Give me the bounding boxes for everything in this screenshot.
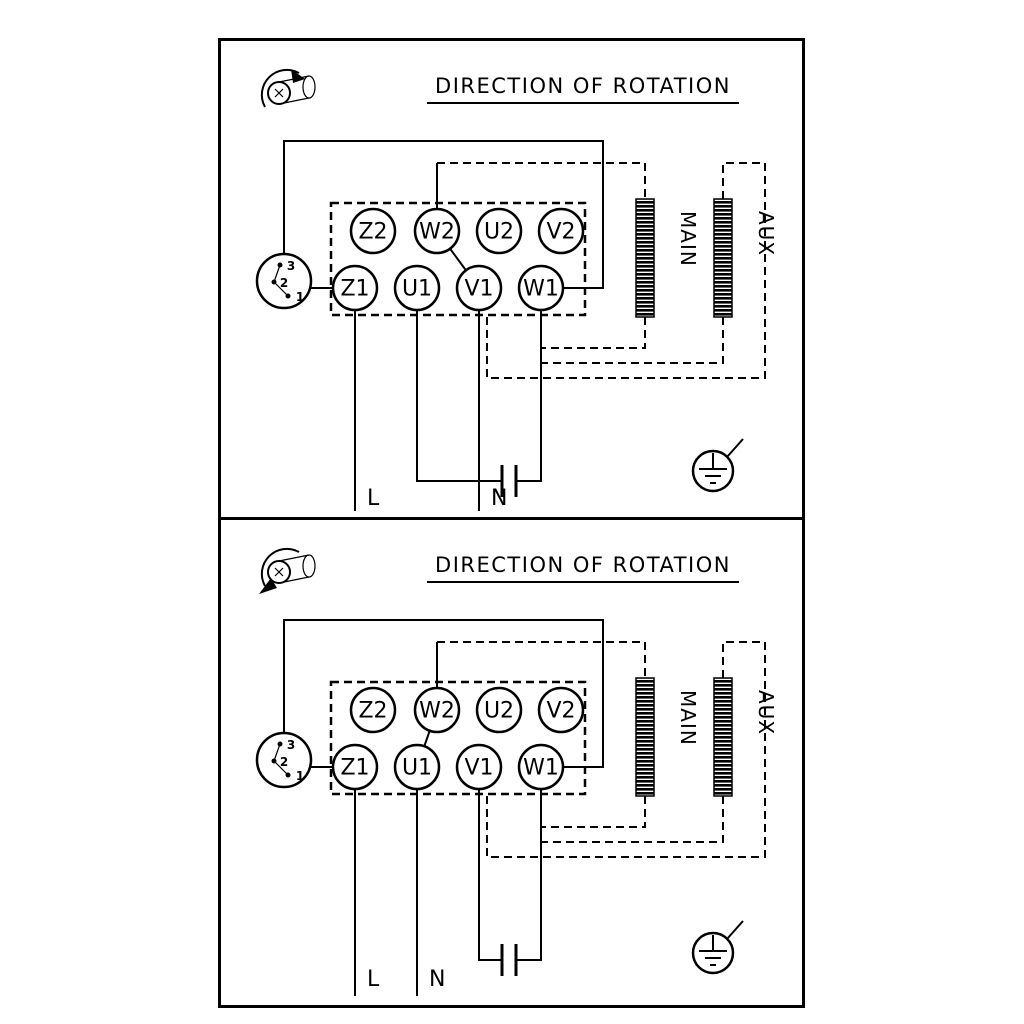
terminal-u1-label: U1: [402, 756, 432, 781]
terminal-v1-label: V1: [464, 756, 493, 781]
terminal-v1: [455, 264, 503, 312]
terminal-z1: [331, 743, 379, 791]
main-winding-label: MAIN: [676, 690, 700, 746]
wiring-dashed: [437, 162, 766, 379]
capacitor-lead-left: [416, 288, 501, 482]
wiring-solid: [283, 619, 604, 996]
terminal-w1-label: W1: [523, 277, 559, 302]
wiring-solid: [283, 140, 604, 511]
main-winding: [635, 198, 655, 318]
terminal-v2-label: V2: [546, 699, 575, 724]
terminal-z2-label: Z2: [358, 220, 387, 245]
terminal-v2: [537, 207, 585, 255]
page-title: DIRECTION OF ROTATION: [435, 74, 731, 98]
diagram-direction-1: DIRECTION OF ROTATION: [255, 68, 778, 511]
switch-position-3: 3: [287, 259, 295, 273]
switch-position-2: 2: [280, 755, 288, 769]
terminal-u2: [475, 207, 523, 255]
terminal-row-bottom: Z1 U1 V1 W1: [331, 743, 565, 791]
terminal-w2-label: W2: [419, 220, 455, 245]
ground-icon: [691, 438, 744, 493]
diagram-direction-2: DIRECTION OF ROTATION: [255, 547, 778, 996]
aux-winding: [713, 198, 733, 318]
terminal-u2: [475, 686, 523, 734]
terminal-row-top: Z2 W2 U2 V2: [349, 207, 585, 255]
capacitor: [500, 944, 518, 976]
terminal-z1: [331, 264, 379, 312]
switch-position-1: 1: [296, 290, 304, 304]
selector-switch: 3 2 1: [255, 252, 313, 310]
page-title: DIRECTION OF ROTATION: [435, 553, 731, 577]
terminal-z2: [349, 207, 397, 255]
terminal-u1-label: U1: [402, 277, 432, 302]
terminal-v2: [537, 686, 585, 734]
line-label: L: [367, 967, 380, 992]
switch-position-2: 2: [280, 276, 288, 290]
neutral-label: N: [491, 486, 507, 511]
terminal-w2-label: W2: [419, 699, 455, 724]
aux-winding-label: AUX: [754, 211, 778, 256]
capacitor: [500, 465, 518, 497]
switch-position-1: 1: [296, 769, 304, 783]
terminal-box: [329, 680, 587, 796]
wiring-dashed: [437, 641, 766, 858]
terminal-z2: [349, 686, 397, 734]
aux-winding: [713, 677, 733, 797]
capacitor-lead-right: [517, 288, 542, 482]
terminal-u1: [393, 264, 441, 312]
terminal-w1: [517, 743, 565, 791]
terminal-u1: [393, 743, 441, 791]
terminal-v1: [455, 743, 503, 791]
capacitor-lead-left: [478, 767, 501, 961]
arrow-head: [291, 69, 305, 83]
terminal-z2-label: Z2: [358, 699, 387, 724]
terminal-w2: [413, 686, 461, 734]
terminal-v1-label: V1: [464, 277, 493, 302]
selector-switch: 3 2 1: [255, 731, 313, 789]
rotation-direction-icon: [260, 68, 316, 108]
terminal-w2: [413, 207, 461, 255]
rotation-direction-icon: [259, 547, 316, 594]
main-winding: [635, 677, 655, 797]
terminal-u2-label: U2: [484, 220, 514, 245]
terminal-box: [329, 201, 587, 317]
main-winding-label: MAIN: [676, 211, 700, 267]
line-label: L: [367, 486, 380, 511]
aux-winding-label: AUX: [754, 690, 778, 735]
terminal-w1: [517, 264, 565, 312]
arrow-head: [259, 578, 277, 594]
ground-icon: [691, 920, 744, 975]
capacitor-lead-right: [517, 767, 542, 961]
terminal-v2-label: V2: [546, 220, 575, 245]
switch-position-3: 3: [287, 738, 295, 752]
panel-direction-1: DIRECTION OF ROTATION: [218, 38, 805, 520]
terminal-z1-label: Z1: [340, 277, 369, 302]
panel-direction-2: DIRECTION OF ROTATION: [218, 517, 805, 1008]
terminal-z1-label: Z1: [340, 756, 369, 781]
terminal-row-top: Z2 W2 U2 V2: [349, 686, 585, 734]
neutral-label: N: [429, 967, 445, 992]
terminal-u2-label: U2: [484, 699, 514, 724]
terminal-row-bottom: Z1 U1 V1 W1: [331, 264, 565, 312]
terminal-w1-label: W1: [523, 756, 559, 781]
